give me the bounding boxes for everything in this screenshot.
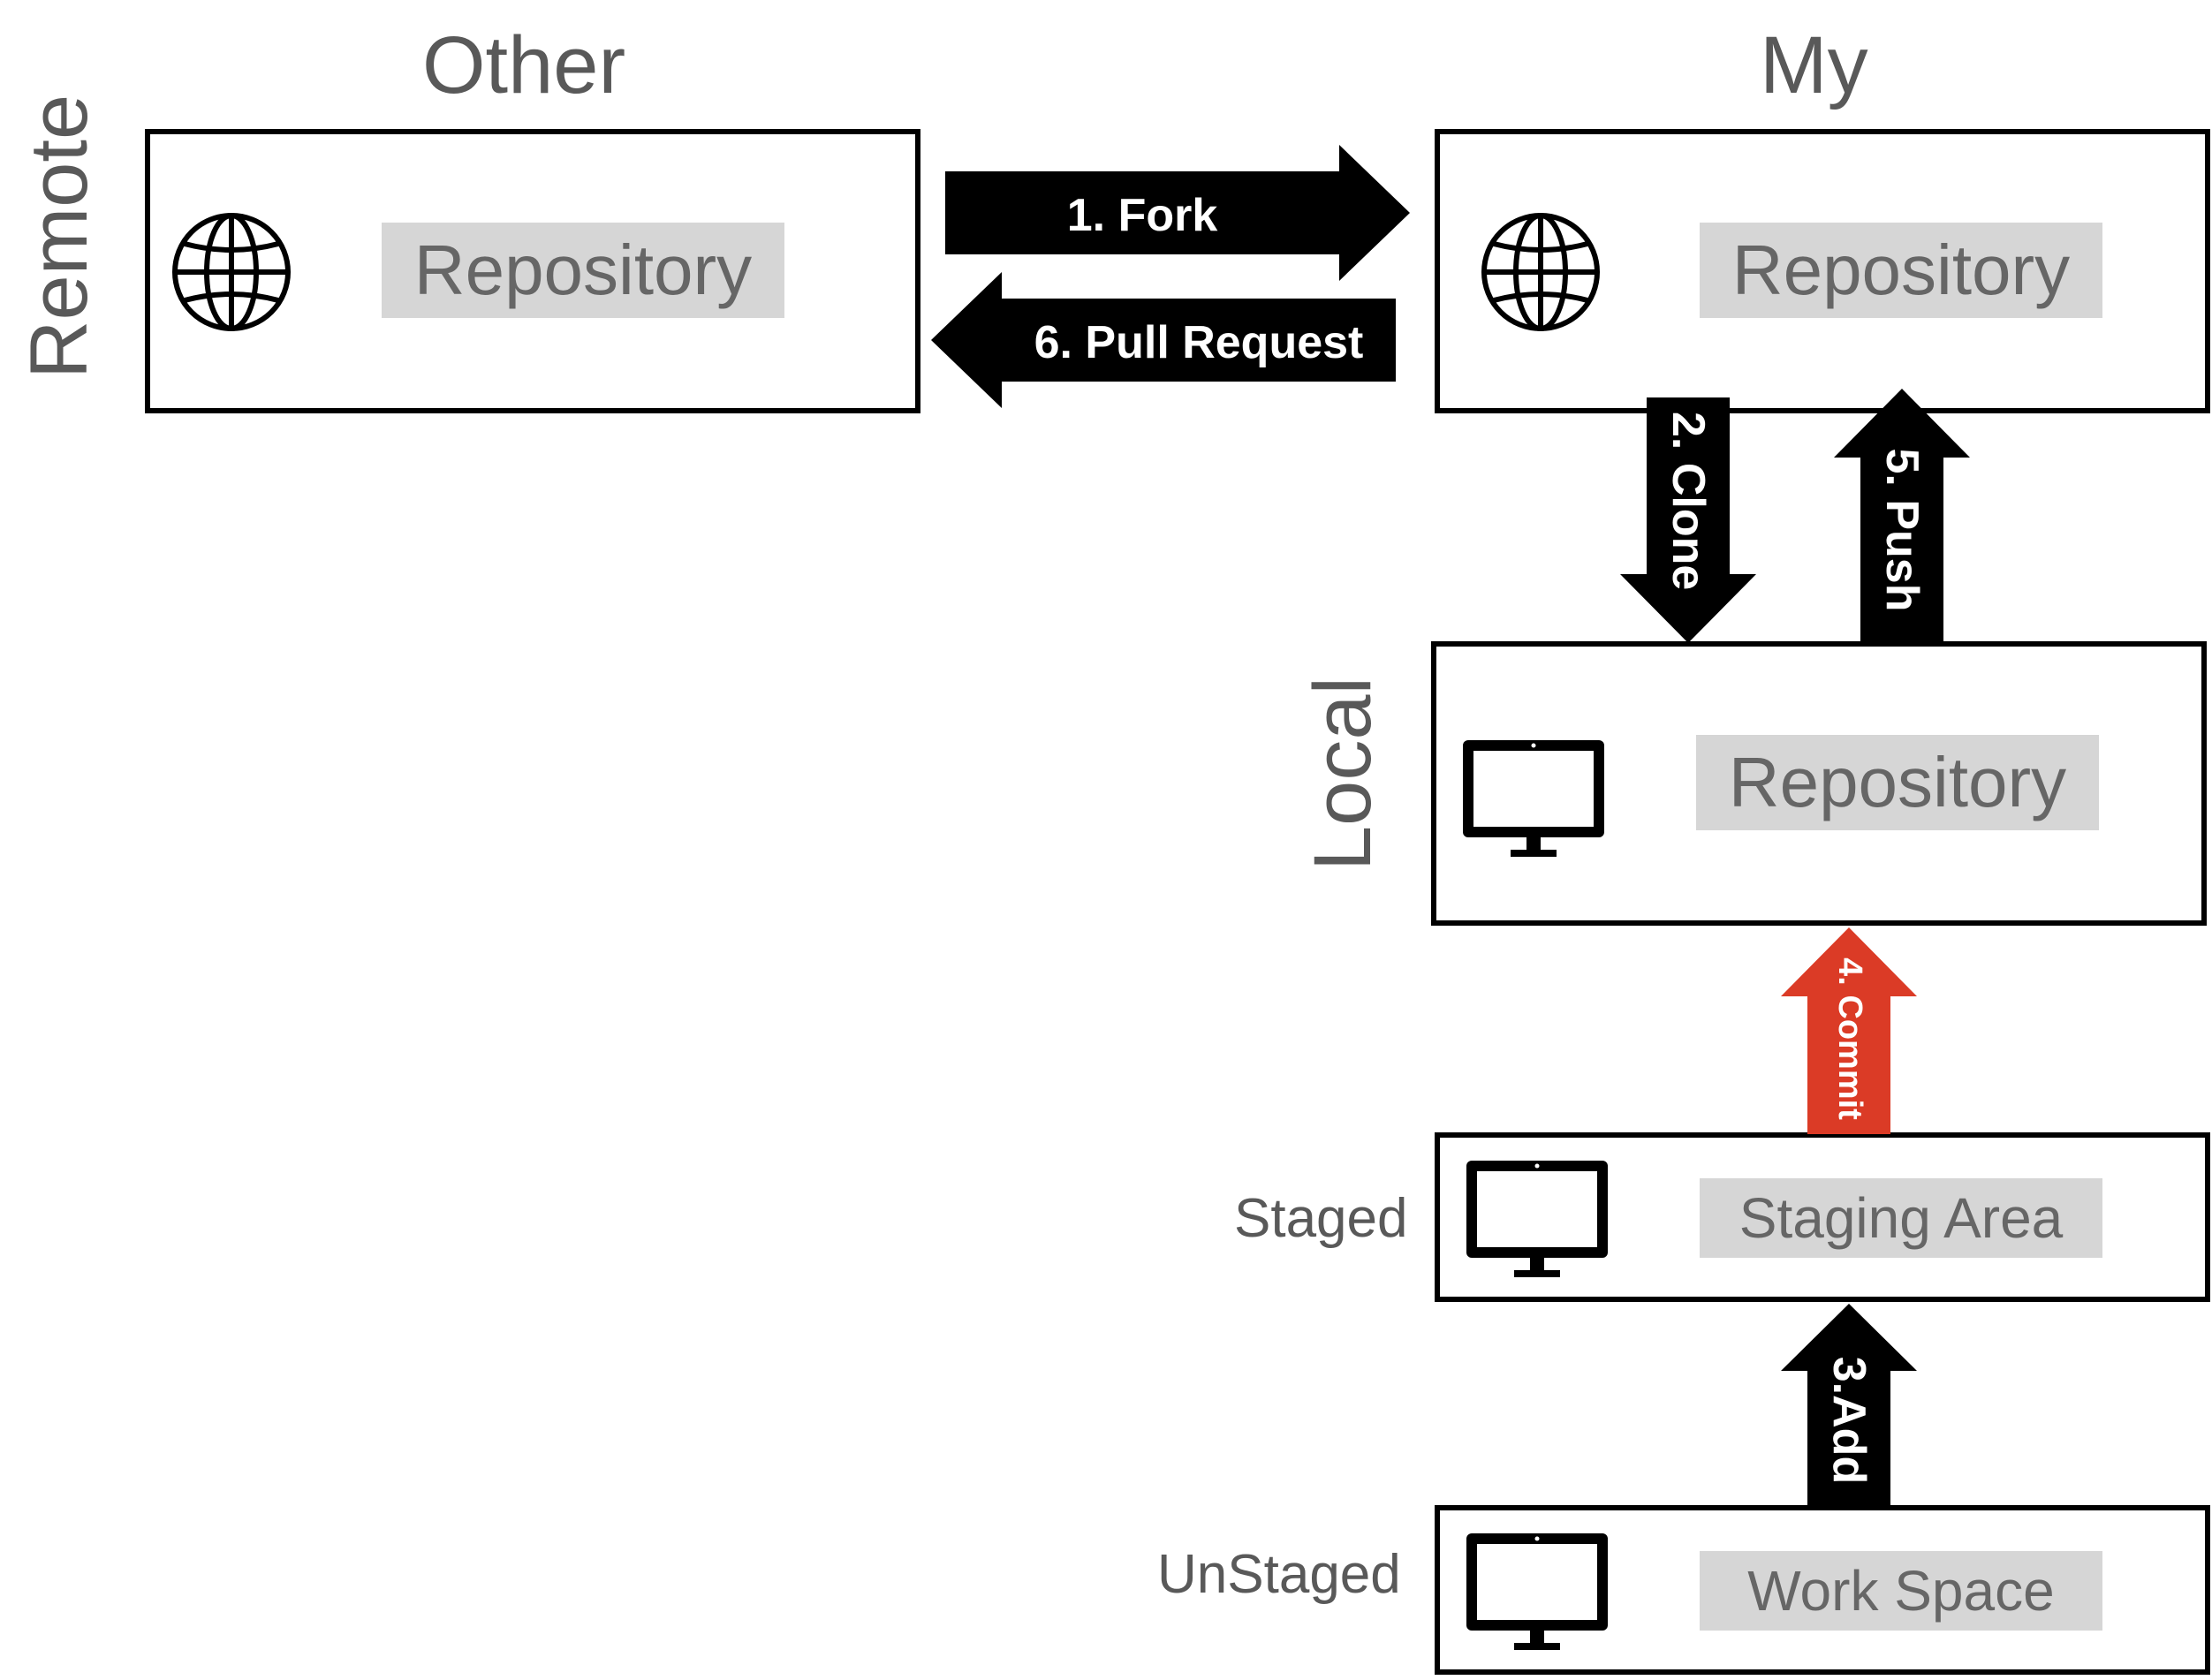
section-local-label: Local bbox=[1298, 677, 1388, 871]
globe-icon bbox=[172, 213, 291, 331]
add-arrow bbox=[1781, 1304, 1917, 1507]
my-remote-repository-label: Repository bbox=[1700, 223, 2102, 318]
heading-my: My bbox=[1760, 20, 1868, 110]
section-staged-label: Staged bbox=[1234, 1188, 1408, 1249]
pull-request-arrow bbox=[931, 272, 1396, 408]
pull-request-step-label: 6. Pull Request bbox=[1034, 317, 1364, 368]
clone-arrow bbox=[1620, 397, 1756, 643]
staging-area-label: Staging Area bbox=[1700, 1178, 2102, 1258]
push-arrow bbox=[1834, 389, 1970, 643]
section-unstaged-label: UnStaged bbox=[1157, 1544, 1401, 1605]
heading-other: Other bbox=[422, 20, 626, 110]
fork-step-label: 1. Fork bbox=[1066, 190, 1218, 241]
fork-arrow bbox=[945, 145, 1410, 281]
my-local-repository-label: Repository bbox=[1696, 735, 2099, 830]
globe-icon bbox=[1481, 213, 1600, 331]
monitor-icon bbox=[1466, 1533, 1608, 1650]
work-space-label: Work Space bbox=[1700, 1551, 2102, 1631]
commit-step-label: 4. Commit bbox=[1831, 957, 1868, 1120]
clone-step-label: 2. Clone bbox=[1663, 412, 1714, 591]
monitor-icon bbox=[1466, 1161, 1608, 1277]
add-step-label: 3.Add bbox=[1823, 1356, 1875, 1485]
section-remote-label: Remote bbox=[14, 94, 104, 379]
push-step-label: 5. Push bbox=[1876, 448, 1928, 612]
commit-arrow bbox=[1781, 927, 1917, 1134]
monitor-icon bbox=[1463, 740, 1604, 857]
other-remote-repository-label: Repository bbox=[382, 223, 784, 318]
